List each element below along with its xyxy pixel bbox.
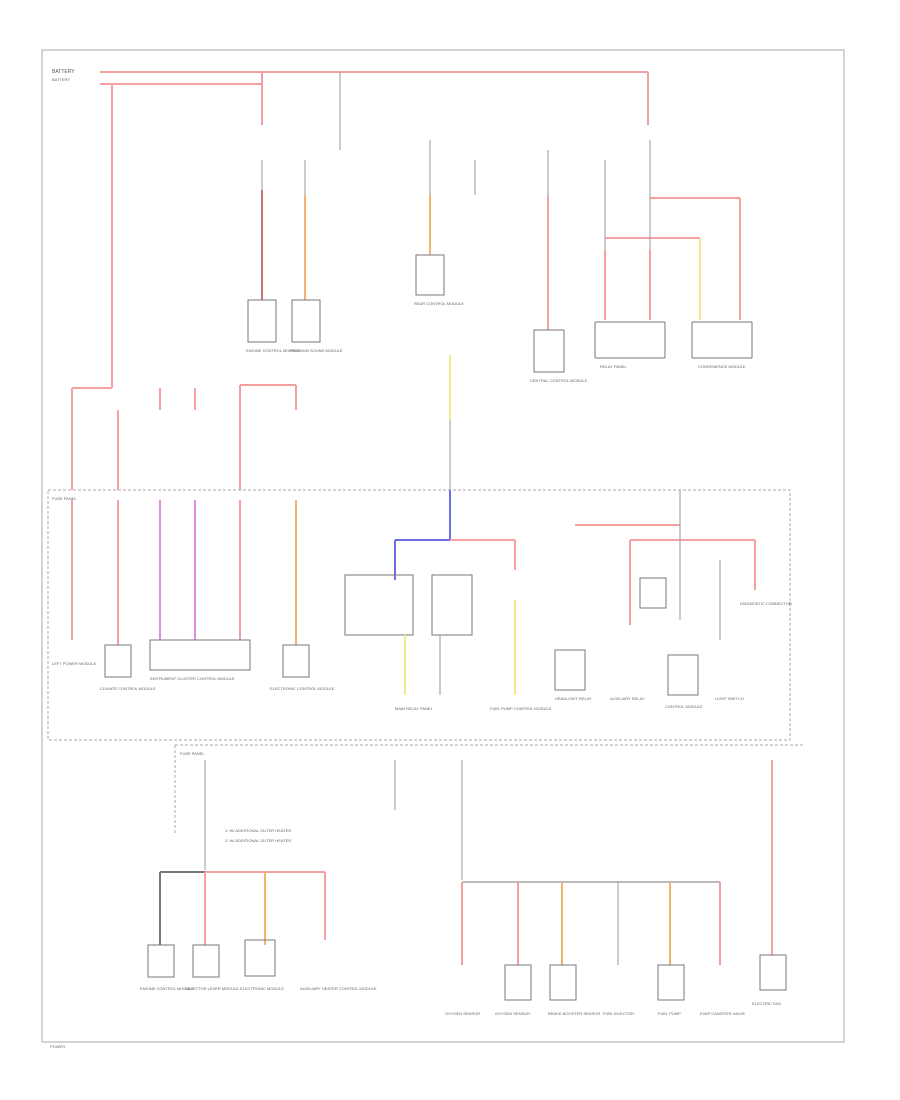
- module-top-5-label: RELAY PANEL: [600, 364, 627, 369]
- module-top-4-label: CENTRAL CONTROL MODULE: [530, 378, 588, 383]
- module-mid-5-label: MAIN RELAY PANEL: [395, 706, 434, 711]
- module-bottom-8-label: FUEL INJECTOR: [603, 1011, 634, 1016]
- module-bottom-1-label: ENGINE CONTROL MODULE: [140, 986, 194, 991]
- module-top-3-label: REAR CONTROL MODULE: [414, 301, 464, 306]
- footer-label: POWER: [50, 1044, 65, 1049]
- top-bus: [100, 71, 649, 388]
- center-top-branches: [415, 140, 476, 490]
- module-bottom-11-label: ELECTRIC FAN: [752, 1001, 781, 1006]
- bottom-branches: [147, 760, 326, 978]
- center-mid-section: [344, 490, 516, 695]
- module-mid-1-label: LEFT POWER MODULE: [52, 661, 96, 666]
- diagram-frame: [41, 49, 845, 1043]
- module-mid-4-label: ELECTRONIC CONTROL MODULE: [270, 686, 335, 691]
- module-bottom-4-label: AUXILIARY HEATER CONTROL MODULE: [300, 986, 377, 991]
- main-power-sub: BATTERY: [52, 77, 70, 82]
- module-bottom-7-label: BRAKE BOOSTER SENSOR: [548, 1011, 600, 1016]
- legend-1: 1: W/ ADDITIONAL OUTER HEATER: [225, 828, 291, 833]
- module-mid-3-label: INSTRUMENT CLUSTER CONTROL MODULE: [150, 676, 235, 681]
- module-mid-7-label: HEADLIGHT RELAY: [555, 696, 592, 701]
- module-mid-6-label: FUEL PUMP CONTROL MODULE: [490, 706, 552, 711]
- mid-fuse-panel: [47, 489, 791, 741]
- module-mid-9-label: DIAGNOSTIC CONNECTOR: [740, 601, 792, 606]
- top-left-branches: [247, 160, 321, 343]
- module-bottom-2-label: SELECTOR LEVER MODULE: [185, 986, 239, 991]
- module-bottom-9-label: FUEL PUMP: [658, 1011, 681, 1016]
- top-right-branches: [533, 140, 753, 373]
- module-top-1-label: ENGINE CONTROL MODULE: [246, 348, 300, 353]
- module-bottom-10-label: EVAP CANISTER VALVE: [700, 1011, 745, 1016]
- rear-fuse-panel-label: FUSE PANEL: [180, 751, 205, 756]
- mid-fuse-panel-label: FUSE PANEL: [52, 496, 77, 501]
- module-mid-10-label: CONTROL MODULE: [665, 704, 703, 709]
- module-top-6-label: CONVENIENCE MODULE: [698, 364, 746, 369]
- left-mid-bus: [71, 384, 297, 490]
- module-mid-8-label: AUXILIARY RELAY: [610, 696, 645, 701]
- module-mid-11-label: LIGHT SWITCH: [715, 696, 744, 701]
- module-bottom-5-label: OXYGEN SENSOR: [445, 1011, 480, 1016]
- module-bottom-6-label: OXYGEN SENSOR: [495, 1011, 530, 1016]
- module-bottom-3-label: ELECTRONIC MODULE: [240, 986, 284, 991]
- bottom-right-branches: [394, 760, 787, 1001]
- legend-2: 2: W/ ADDITIONAL OUTER HEATER: [225, 838, 291, 843]
- module-mid-2-label: CLIMATE CONTROL MODULE: [100, 686, 156, 691]
- module-top-2-label: PREMIUM SOUND MODULE: [290, 348, 343, 353]
- right-mid-section: [554, 490, 756, 696]
- main-power-label: BATTERY: [52, 69, 75, 75]
- mid-left-modules: [104, 639, 310, 678]
- mid-drops: [71, 500, 297, 645]
